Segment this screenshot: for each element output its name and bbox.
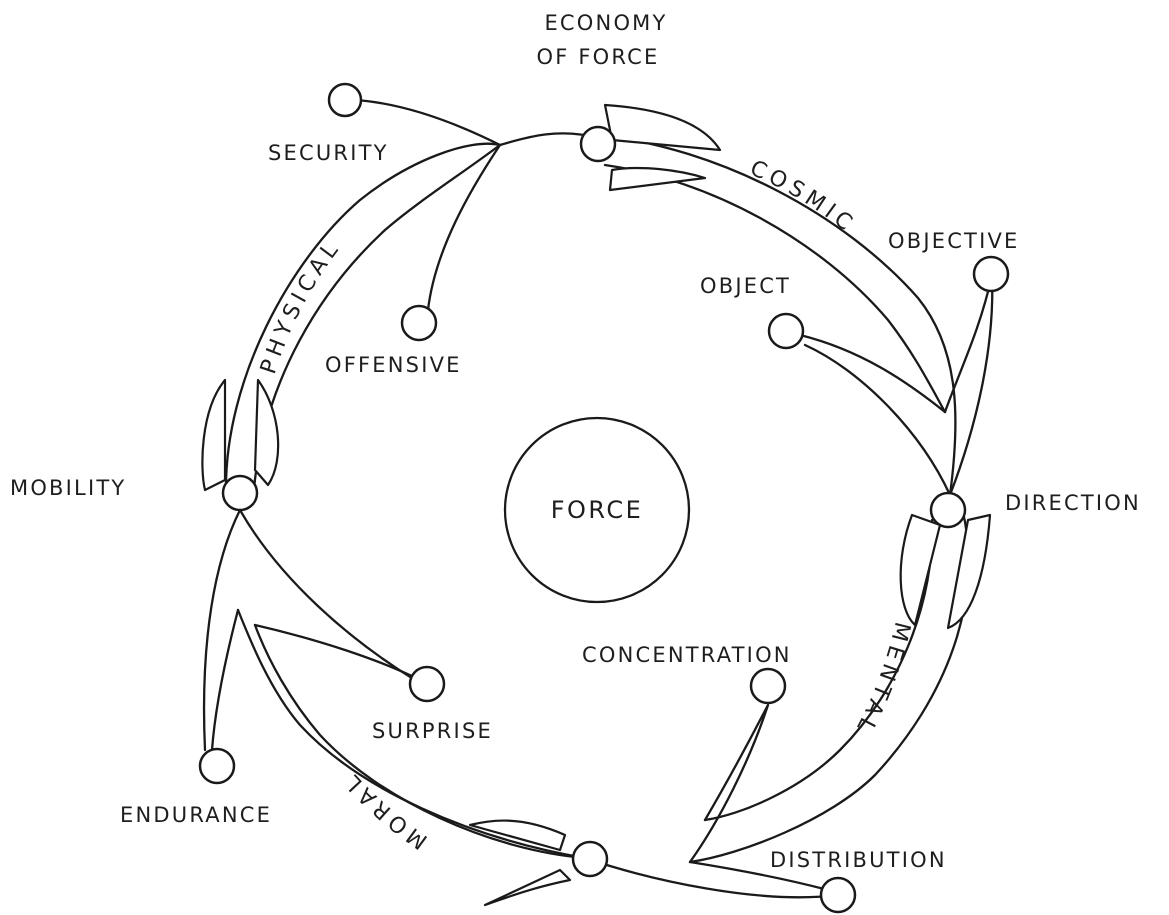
moral-mobility-link-2 <box>204 510 240 750</box>
concentration-label: CONCENTRATION <box>582 643 792 667</box>
mental-band-label: MENTAL <box>849 619 914 740</box>
fin-mental <box>901 515 990 628</box>
economy-of-force-node <box>581 127 615 161</box>
distribution-label: DISTRIBUTION <box>770 848 947 872</box>
direction-node <box>931 493 965 527</box>
endurance-label: ENDURANCE <box>120 803 272 827</box>
moral-band-label: MORAL <box>338 766 433 853</box>
mental-concentration-spur <box>690 705 768 862</box>
object-label: OBJECT <box>700 274 791 298</box>
direction-label: DIRECTION <box>1005 491 1141 515</box>
mobility-node <box>223 476 257 510</box>
force-center: FORCE <box>505 418 689 602</box>
object-node <box>769 314 803 348</box>
offensive-label: OFFENSIVE <box>325 353 462 377</box>
moral-surprise-link <box>255 625 420 680</box>
physical-security-link <box>355 100 500 145</box>
cosmic-band-label: COSMIC <box>746 156 860 239</box>
offensive-node <box>402 306 436 340</box>
moral-node <box>573 842 607 876</box>
endurance-node <box>200 749 234 783</box>
concentration-node <box>751 669 785 703</box>
objective-label: OBJECTIVE <box>888 229 1020 253</box>
objective-node <box>974 257 1008 291</box>
security-label: SECURITY <box>268 141 389 165</box>
economy-of-force-label-line1: ECONOMY <box>544 11 667 35</box>
security-node <box>329 84 361 116</box>
moral-endurance-link <box>212 610 238 750</box>
mobility-label: MOBILITY <box>10 476 126 500</box>
distribution-node <box>821 878 855 912</box>
cosmic-object-link-2 <box>805 345 950 495</box>
surprise-node <box>410 667 444 701</box>
surprise-label: SURPRISE <box>372 719 493 743</box>
economy-of-force-label-line2: OF FORCE <box>537 45 660 69</box>
force-label: FORCE <box>551 496 644 524</box>
